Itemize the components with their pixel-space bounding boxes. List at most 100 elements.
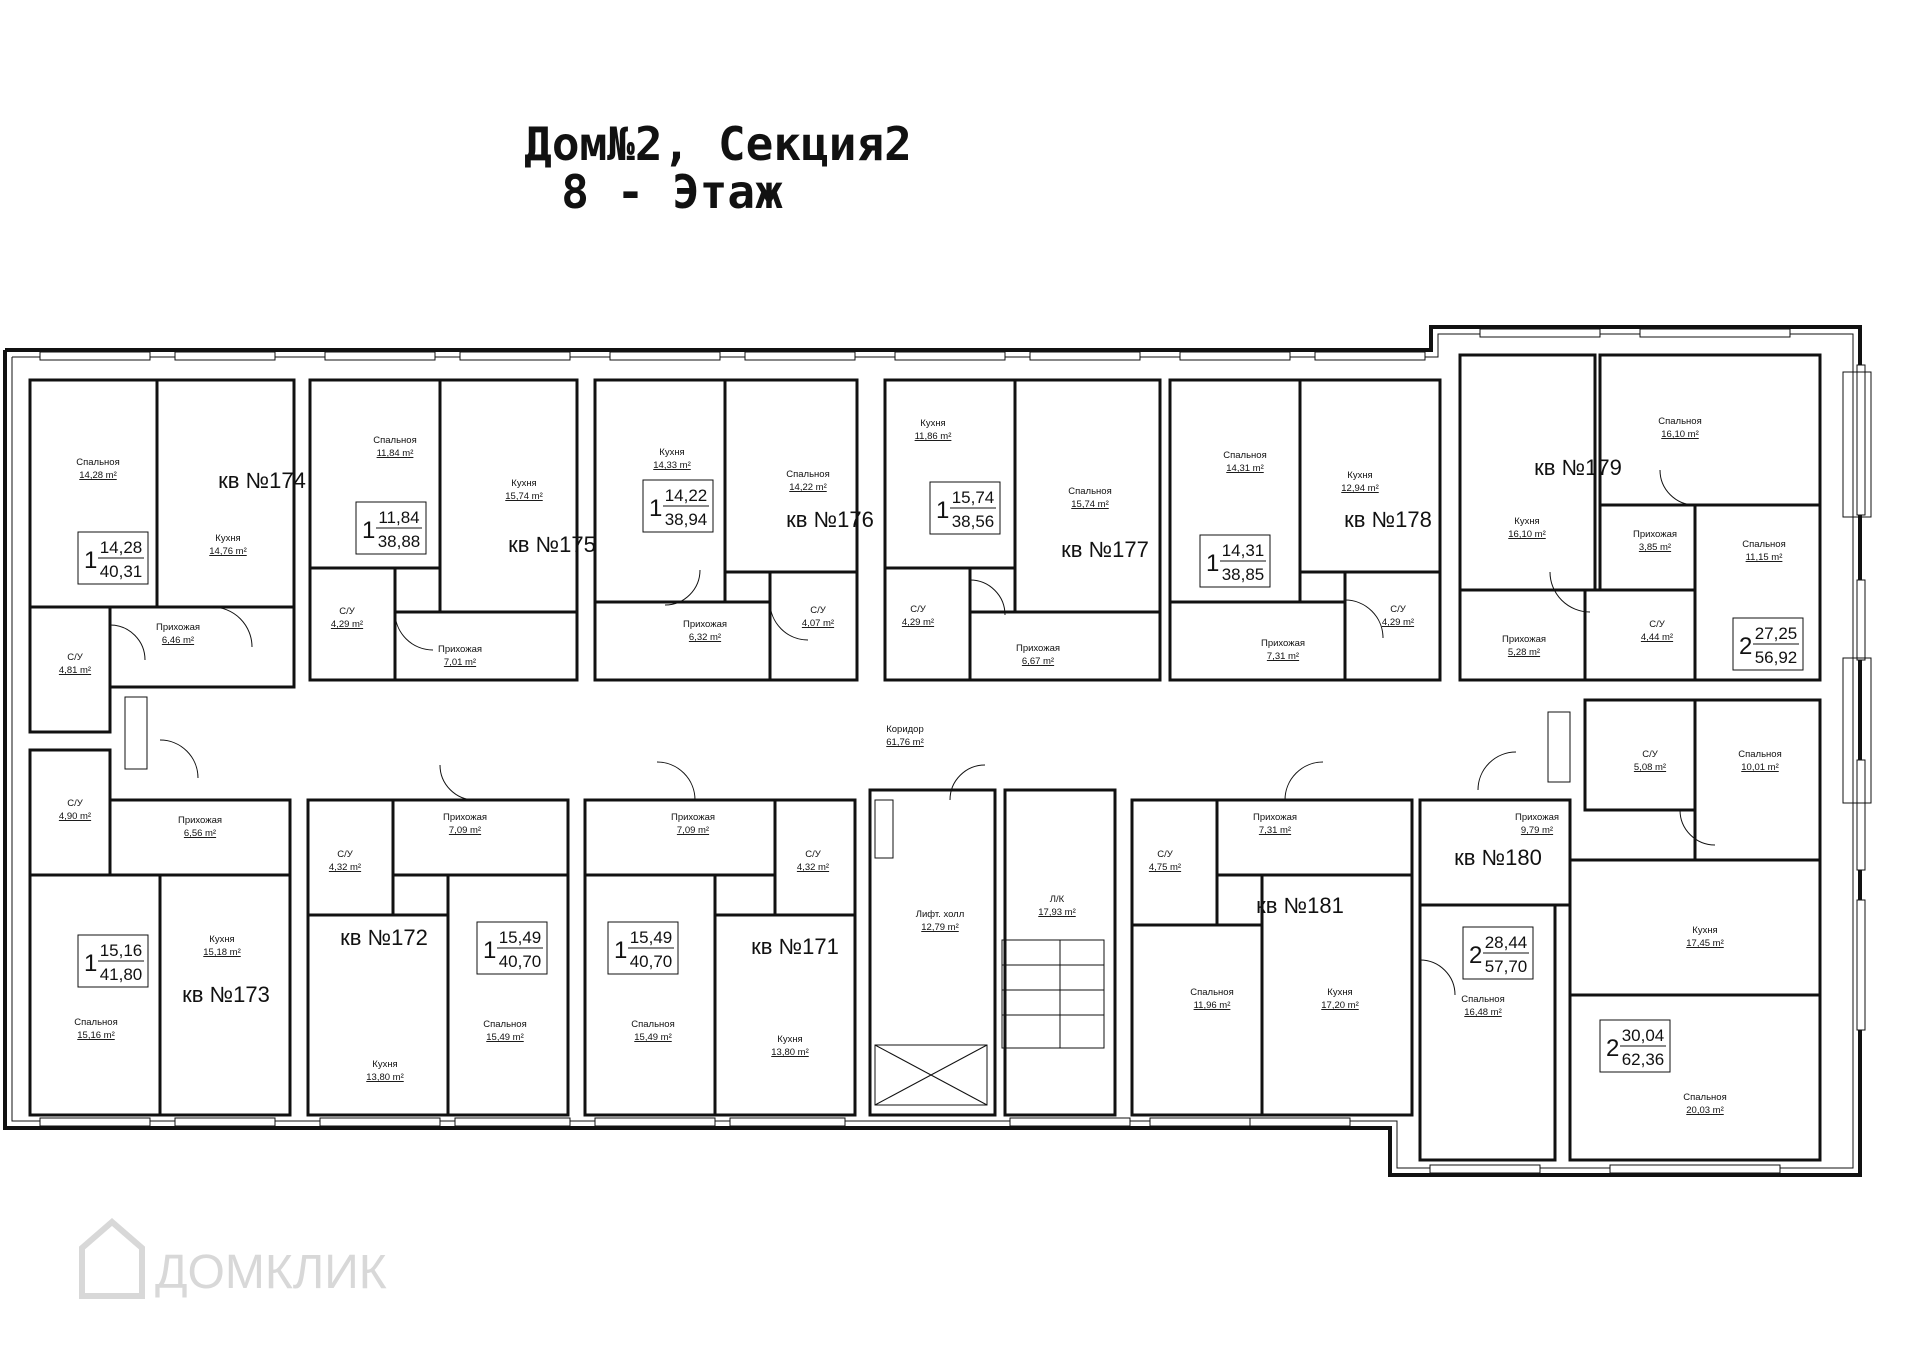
room-area: 4,29 m² [1382, 617, 1414, 628]
total-area: 40,31 [100, 562, 143, 581]
room-name: Кухня [1327, 987, 1352, 998]
room-name: Кухня [215, 533, 240, 544]
room-area: 9,79 m² [1521, 825, 1553, 836]
room-area: 4,29 m² [902, 617, 934, 628]
room-name: Прихожая [1633, 529, 1677, 540]
room-area: 4,81 m² [59, 665, 91, 676]
room-area: 17,20 m² [1321, 1000, 1359, 1011]
room-name: Кухня [777, 1034, 802, 1045]
watermark-text: ДОМКЛИК [155, 1246, 387, 1299]
room-label: С/У4,32 m² [797, 849, 829, 873]
room-name: С/У [67, 652, 84, 663]
apartment-number: кв №175 [508, 532, 596, 557]
total-area: 38,94 [665, 510, 708, 529]
living-area: 15,49 [630, 928, 673, 947]
room-label: С/У 4,29 m² [1382, 604, 1414, 628]
apartment-number: кв №172 [340, 925, 428, 950]
apartment-number: кв №178 [1344, 507, 1432, 532]
room-name: Прихожая [1253, 812, 1297, 823]
room-area: 10,01 m² [1741, 762, 1779, 773]
living-area: 14,22 [665, 486, 708, 505]
room-name: Спальноя [1738, 749, 1781, 760]
room-name: С/У [67, 798, 84, 809]
room-name: Прихожая [443, 812, 487, 823]
title-line-2: 8 - Этаж [561, 165, 783, 219]
room-area: 4,32 m² [797, 862, 829, 873]
room-count: 1 [84, 547, 97, 574]
room-name: Спальноя [1683, 1092, 1726, 1103]
room-area: 4,75 m² [1149, 862, 1181, 873]
room-label: Кухня 17,45 m² [1686, 925, 1724, 949]
room-area: 4,44 m² [1641, 632, 1673, 643]
room-name: Кухня [1692, 925, 1717, 936]
house-logo-icon [79, 1218, 145, 1299]
room-name: Спальноя [786, 469, 829, 480]
room-name: Коридор [886, 724, 924, 735]
room-name: Спальноя [1068, 486, 1111, 497]
living-area: 27,25 [1755, 624, 1798, 643]
room-name: С/У [810, 605, 827, 616]
total-area: 38,88 [378, 532, 421, 551]
room-area: 6,67 m² [1022, 656, 1054, 667]
total-area: 56,92 [1755, 648, 1798, 667]
room-area: 15,49 m² [634, 1032, 672, 1043]
room-name: Прихожая [683, 619, 727, 630]
area-badge-frame [607, 921, 679, 975]
room-label: С/У4,32 m² [329, 849, 361, 873]
room-label: С/У4,29 m² [331, 606, 363, 630]
room-count: 1 [649, 495, 662, 522]
room-area: 61,76 m² [886, 737, 924, 748]
room-area: 14,31 m² [1226, 463, 1264, 474]
living-area: 15,74 [952, 488, 995, 507]
room-area: 17,45 m² [1686, 938, 1724, 949]
room-area: 4,32 m² [329, 862, 361, 873]
room-area: 6,56 m² [184, 828, 216, 839]
room-area: 7,09 m² [677, 825, 709, 836]
room-name: Кухня [1347, 470, 1372, 481]
apartment-number: кв №176 [786, 507, 874, 532]
room-area: 11,15 m² [1746, 552, 1783, 563]
room-area: 17,93 m² [1038, 907, 1076, 918]
room-name: С/У [1649, 619, 1666, 630]
room-area: 14,22 m² [789, 482, 827, 493]
room-name: С/У [1157, 849, 1174, 860]
room-name: Спальноя [1658, 416, 1701, 427]
room-area: 15,74 m² [1071, 499, 1109, 510]
living-area: 14,31 [1222, 541, 1265, 560]
room-area: 15,49 m² [486, 1032, 524, 1043]
room-count: 1 [936, 497, 949, 524]
room-area: 11,84 m² [377, 448, 414, 459]
windows [39, 328, 1872, 1174]
room-area: 15,16 m² [77, 1030, 115, 1041]
room-name: Кухня [1514, 516, 1539, 527]
total-area: 38,56 [952, 512, 995, 531]
room-area: 11,96 m² [1194, 1000, 1231, 1011]
room-label: С/У4,29 m² [902, 604, 934, 628]
room-area: 7,09 m² [449, 825, 481, 836]
room-label: Л/К17,93 m² [1038, 894, 1076, 918]
area-badge-frame [1462, 926, 1534, 980]
room-count: 1 [84, 950, 97, 977]
room-label: Спальноя 14,22 m² [786, 469, 829, 493]
room-count: 2 [1469, 942, 1482, 969]
room-name: Спальноя [1742, 539, 1785, 550]
apartment-number: кв №177 [1061, 537, 1149, 562]
room-name: С/У [1390, 604, 1407, 615]
